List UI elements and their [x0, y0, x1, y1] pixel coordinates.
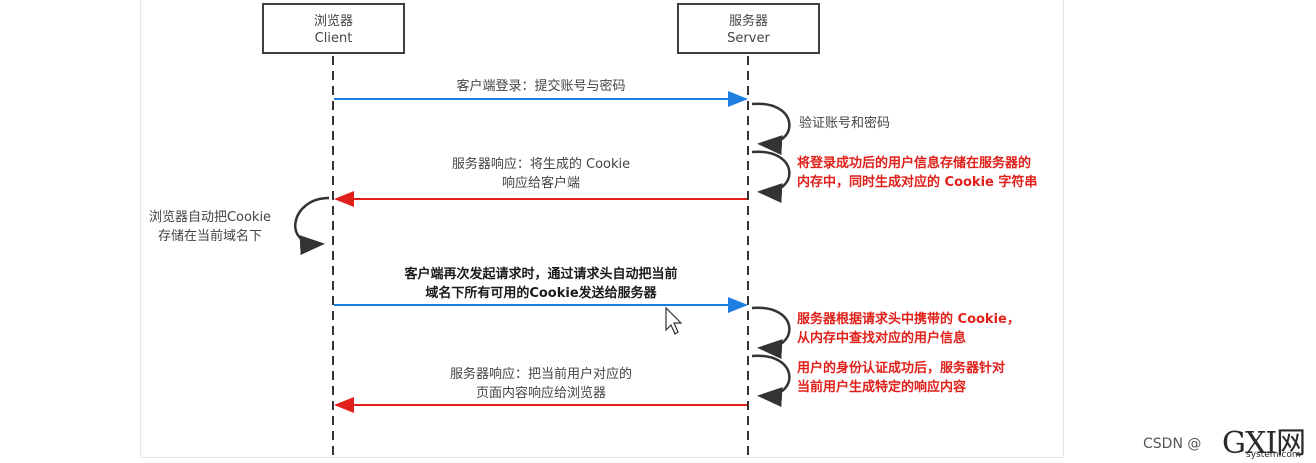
browser-store-note-line2: 存储在当前域名下: [157, 229, 262, 244]
lookup-note-line2: 从内存中查找对应的用户信息: [797, 331, 967, 346]
server-name-cn: 服务器: [728, 14, 768, 29]
client-name-cn: 浏览器: [313, 14, 353, 29]
auth-self-loop: [751, 354, 791, 408]
auth-note-line2: 当前用户生成特定的响应内容: [797, 380, 967, 395]
login-label: 客户端登录：提交账号与密码: [456, 79, 626, 94]
browser-store-self-loop: [294, 196, 330, 256]
store-note-line1: 将登录成功后的用户信息存储在服务器的: [797, 156, 1032, 171]
csdn-watermark: CSDN @: [1143, 436, 1202, 452]
server-name-en: Server: [727, 31, 770, 46]
response-cookie-label-line2: 响应给客户端: [501, 176, 580, 191]
store-note-line2: 内存中，同时生成对应的 Cookie 字符串: [797, 175, 1038, 190]
site-logo-sub-watermark: system.com: [1246, 450, 1301, 460]
lookup-note-line1: 服务器根据请求头中携带的 Cookie，: [797, 312, 1020, 327]
auth-note-line1: 用户的身份认证成功后，服务器针对: [797, 361, 1006, 376]
resend-label-line1: 客户端再次发起请求时，通过请求头自动把当前: [404, 267, 678, 282]
resend-label-line2: 域名下所有可用的Cookie发送给服务器: [425, 286, 657, 301]
client-actor-box: 浏览器 Client: [262, 3, 405, 54]
verify-self-loop: [751, 102, 791, 156]
response-page-label-line2: 页面内容响应给浏览器: [475, 386, 606, 401]
diagram-panel: [140, 0, 1064, 458]
server-actor-box: 服务器 Server: [677, 3, 820, 54]
response-cookie-label-line1: 服务器响应：将生成的 Cookie: [451, 157, 631, 172]
browser-store-note-line1: 浏览器自动把Cookie: [148, 210, 272, 225]
verify-note: 验证账号和密码: [799, 116, 891, 131]
mouse-cursor-icon: [665, 306, 683, 335]
client-name-en: Client: [314, 31, 353, 46]
lookup-self-loop: [751, 306, 791, 360]
response-page-label-line1: 服务器响应：把当前用户对应的: [449, 367, 632, 382]
site-logo-watermark: GXI网: [1222, 426, 1306, 461]
store-self-loop: [751, 150, 791, 204]
